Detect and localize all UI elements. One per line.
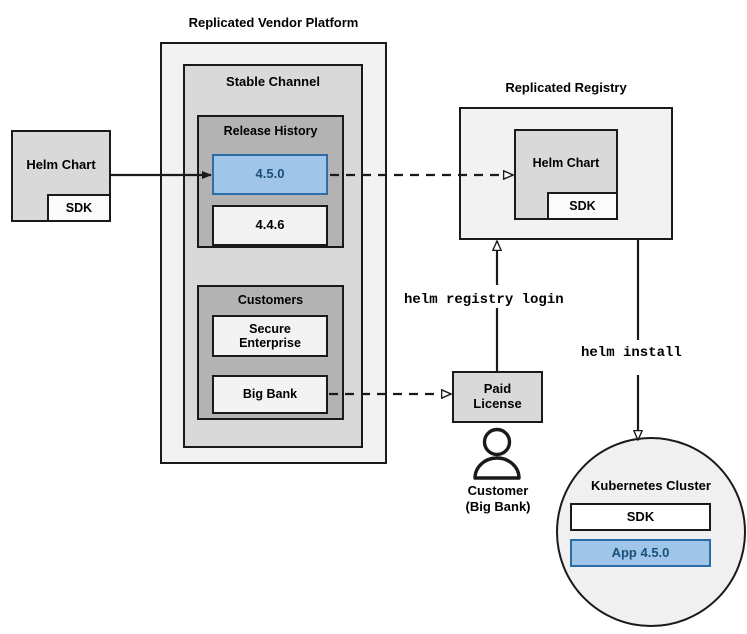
kubernetes-cluster-label: Kubernetes Cluster — [570, 478, 732, 494]
customers-label: Customers — [237, 293, 304, 307]
kubernetes-cluster-circle — [556, 437, 746, 627]
cluster-component-label: App 4.5.0 — [611, 544, 670, 560]
cluster-component-label: SDK — [626, 508, 655, 524]
customer-name-label: Secure Enterprise — [239, 321, 301, 350]
kubernetes-cluster-title-text: Kubernetes Cluster — [591, 477, 711, 493]
release-version-label: 4.5.0 — [255, 166, 285, 182]
release-item-4-5-0[interactable]: 4.5.0 — [212, 154, 328, 195]
registry-helm-chart-label: Helm Chart — [532, 156, 600, 171]
command-helm-registry-login: helm registry login — [401, 292, 567, 308]
vendor-platform-title: Replicated Vendor Platform — [188, 15, 359, 30]
customer-name-label: Big Bank — [242, 387, 298, 402]
person-icon — [473, 427, 521, 480]
customer-actor-line2: (Big Bank) — [465, 499, 531, 515]
release-item-4-4-6[interactable]: 4.4.6 — [212, 205, 328, 246]
registry-title: Replicated Registry — [505, 80, 627, 95]
customer-item-big-bank[interactable]: Big Bank — [212, 375, 328, 414]
customer-actor-line1: Customer — [467, 483, 529, 498]
stable-channel-label: Stable Channel — [226, 74, 320, 89]
cluster-component-sdk: SDK — [570, 503, 711, 531]
release-version-label: 4.4.6 — [255, 217, 285, 233]
paid-license-label: Paid License — [473, 381, 522, 411]
source-sdk-box: SDK — [47, 194, 111, 222]
command-helm-install: helm install — [578, 345, 685, 361]
source-sdk-label: SDK — [65, 200, 93, 215]
registry-sdk-label: SDK — [569, 198, 596, 213]
registry-sdk-box: SDK — [547, 192, 618, 220]
source-helm-chart-label: Helm Chart — [26, 156, 96, 172]
paid-license-box: Paid License — [452, 371, 543, 423]
customer-item-secure-enterprise[interactable]: Secure Enterprise — [212, 315, 328, 357]
release-history-label: Release History — [223, 124, 318, 138]
cluster-component-app: App 4.5.0 — [570, 539, 711, 567]
customer-actor-caption: Customer (Big Bank) — [438, 483, 558, 516]
